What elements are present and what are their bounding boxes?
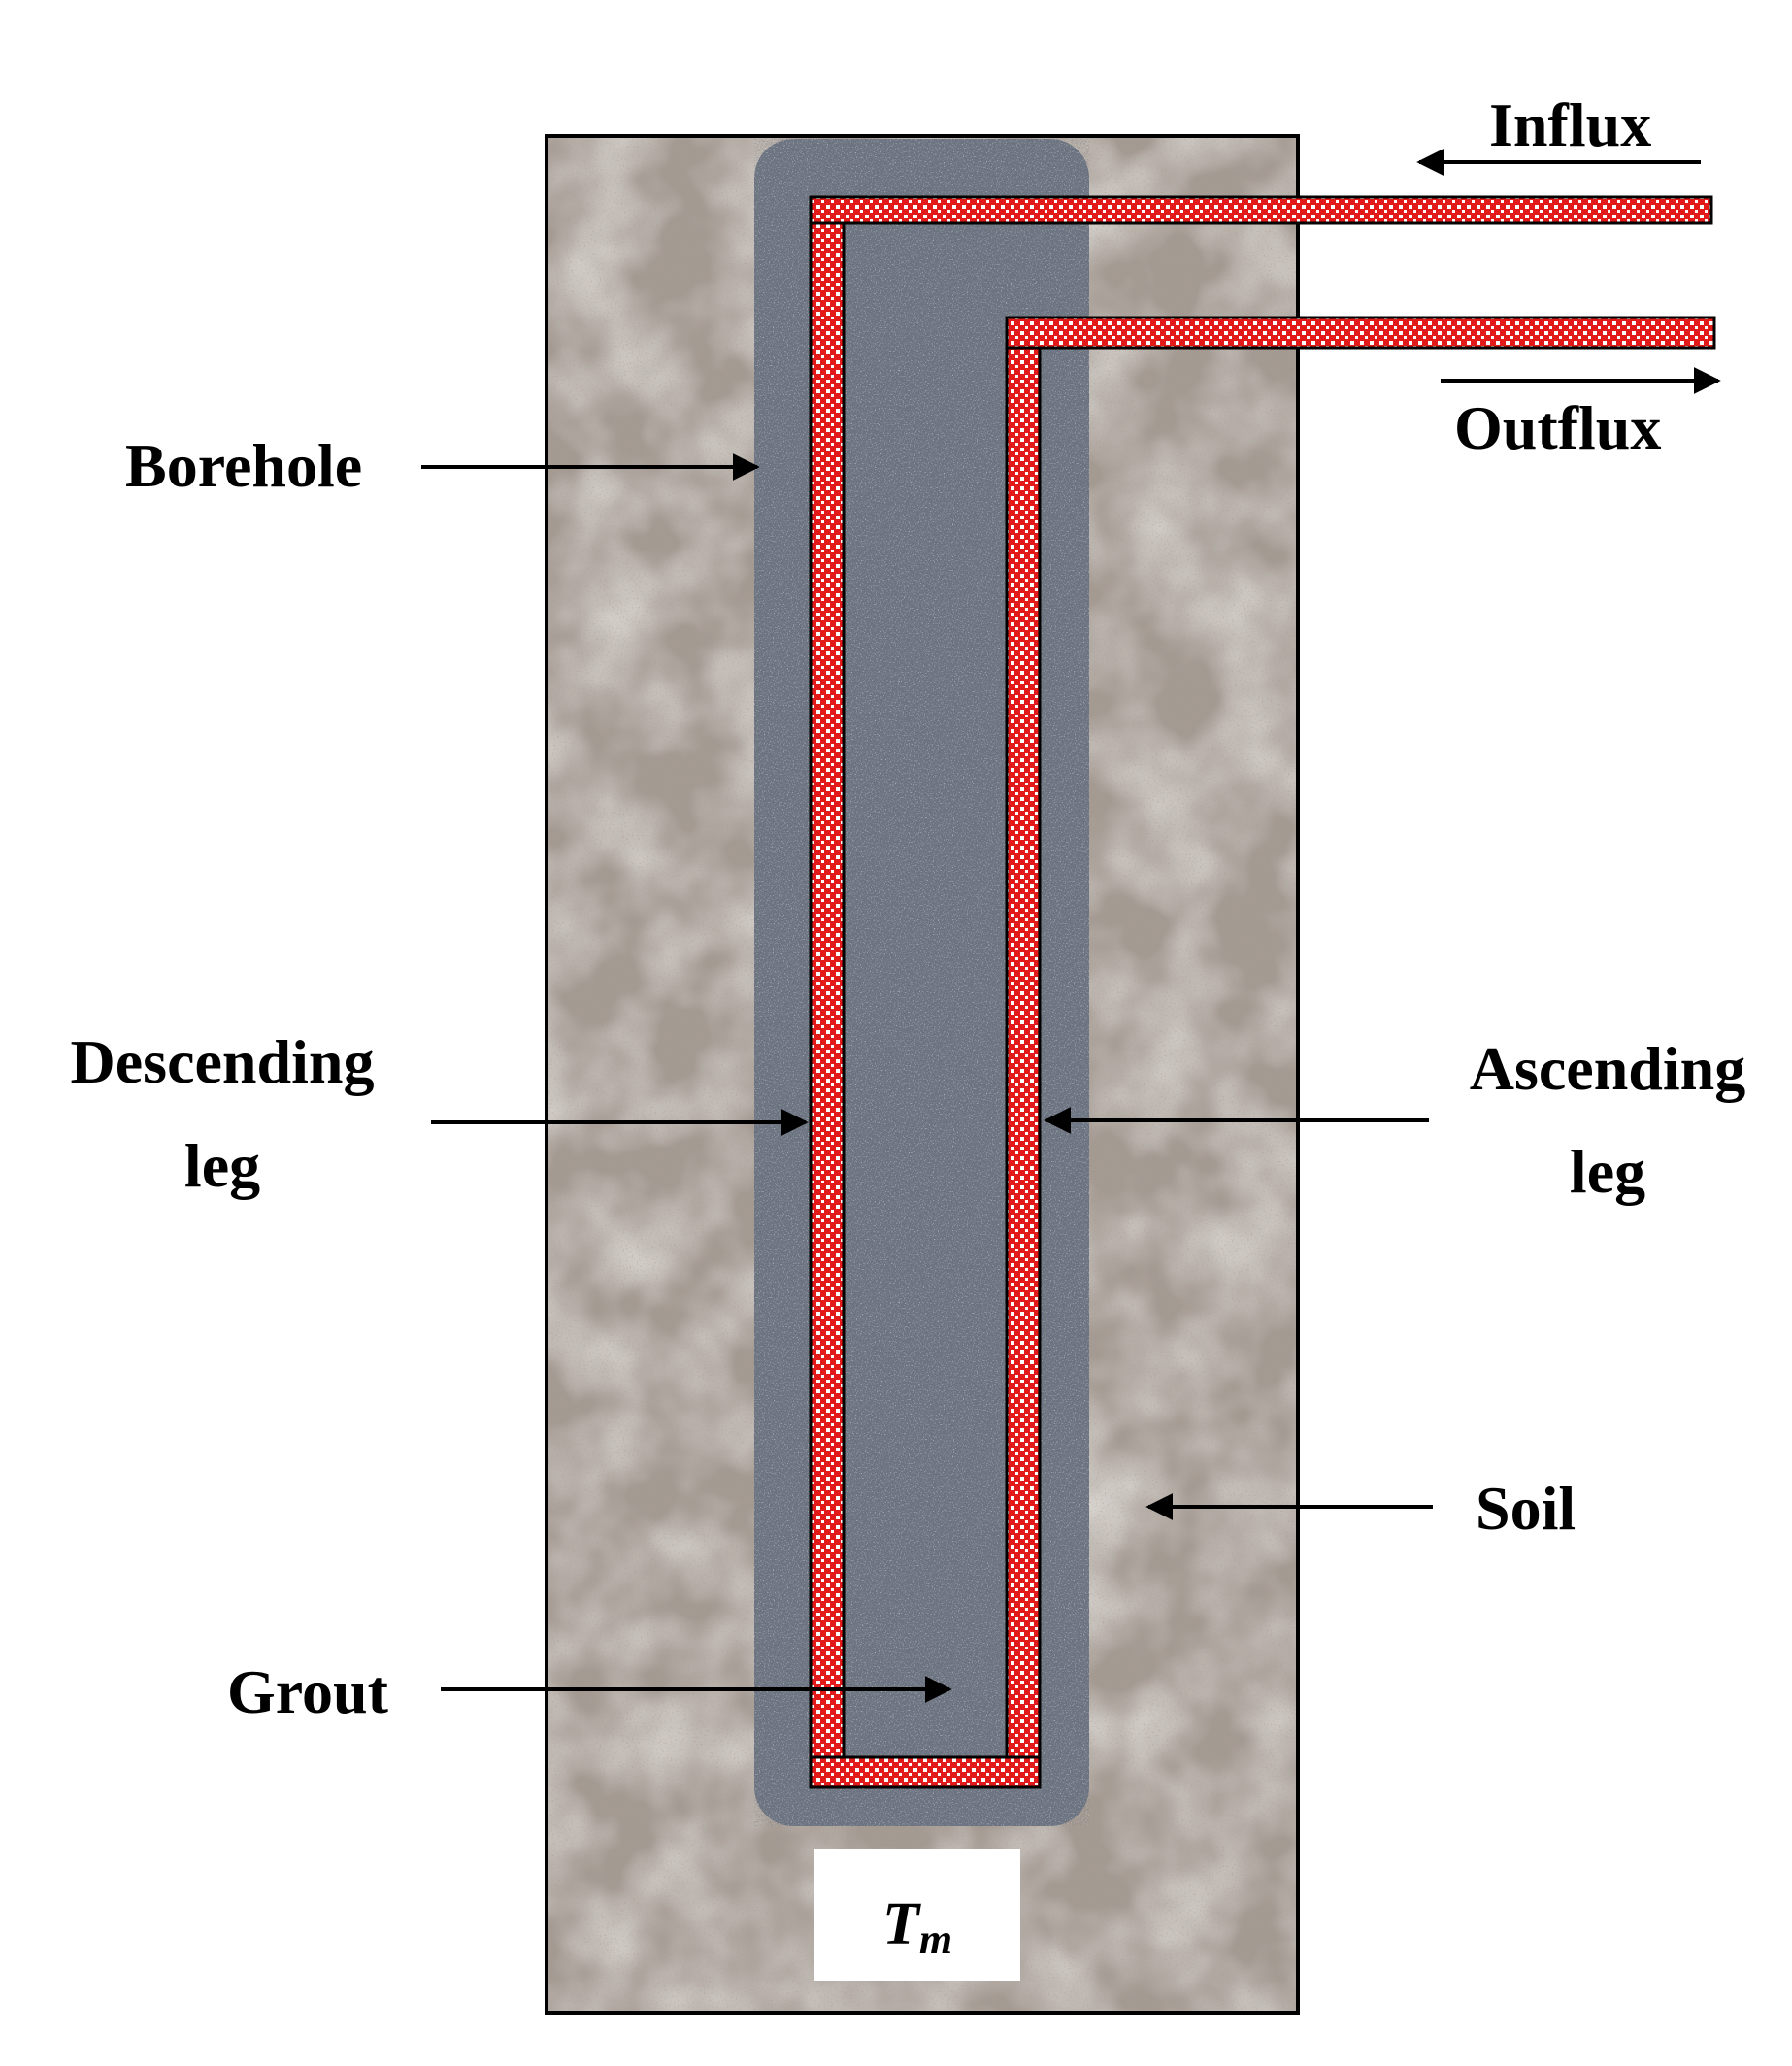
tm-subscript: m [919, 1916, 952, 1963]
ascending-leg-label-line1: Ascending [1470, 1034, 1746, 1103]
descending-leg-label-line1: Descending [71, 1027, 375, 1096]
grout-label: Grout [227, 1657, 389, 1726]
tm-symbol: T [882, 1891, 921, 1957]
soil-label: Soil [1476, 1474, 1576, 1543]
mean-temperature-box: Tm [814, 1849, 1020, 1981]
borehole-label: Borehole [125, 431, 362, 500]
descending-leg-label-line2: leg [184, 1131, 260, 1200]
influx-label: Influx [1489, 90, 1651, 159]
outflux-label: Outflux [1454, 393, 1661, 462]
influx-pipe [809, 195, 1713, 225]
descending-leg-pipe [809, 195, 846, 1789]
bottom-bend-pipe [809, 1755, 1042, 1789]
u-tube-pipe [809, 195, 1716, 1789]
ascending-leg-pipe [1005, 316, 1042, 1789]
ascending-leg-label-line2: leg [1570, 1137, 1645, 1206]
tm-label: Tm [882, 1891, 952, 1963]
outflux-pipe [1005, 316, 1716, 350]
